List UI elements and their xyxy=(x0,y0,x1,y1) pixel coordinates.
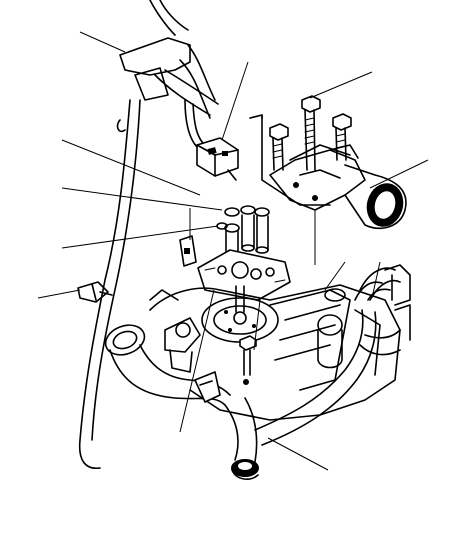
small-bracket xyxy=(179,235,197,267)
coolant-hose-bottom xyxy=(224,397,259,480)
coolant-hose-left xyxy=(104,324,231,406)
bolt-top xyxy=(301,95,321,171)
solenoid-valve xyxy=(249,114,407,229)
filter-cover xyxy=(201,297,279,343)
transmission-housing xyxy=(149,267,401,421)
leader-lines xyxy=(37,31,429,471)
o-rings xyxy=(216,205,270,233)
center-screws xyxy=(235,285,257,385)
mounting-bracket xyxy=(194,371,221,403)
right-clamp xyxy=(359,264,411,356)
filter-pipes xyxy=(225,214,269,262)
wire-harness xyxy=(78,0,219,469)
coolant-hose-right xyxy=(254,281,401,446)
speed-sensor xyxy=(149,289,201,373)
valve-plate xyxy=(197,249,291,301)
bolt-right xyxy=(332,113,352,161)
connector xyxy=(184,99,239,181)
harness-clip xyxy=(77,281,113,303)
bolt-left xyxy=(269,123,289,171)
